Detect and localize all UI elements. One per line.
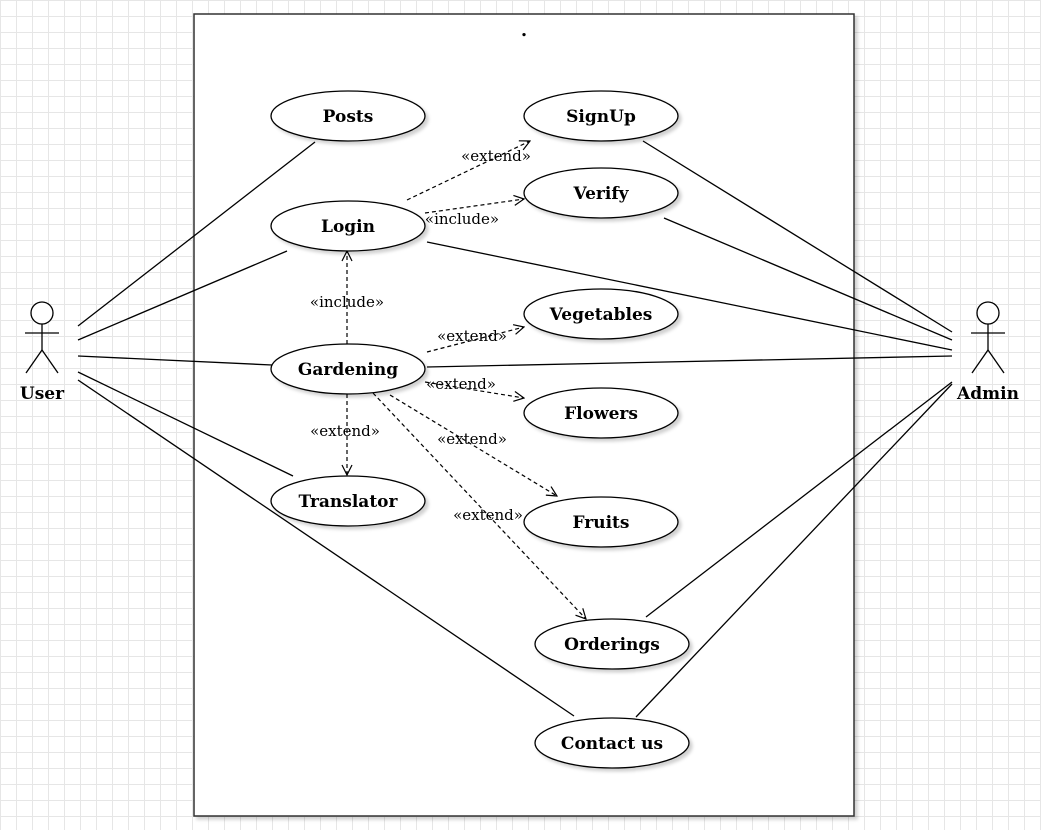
dep-gardening-vegetables[interactable] bbox=[426, 327, 524, 353]
actor-user[interactable]: User bbox=[20, 301, 65, 404]
assoc-admin-contact[interactable] bbox=[635, 383, 953, 718]
use-case-flowers[interactable]: Flowers bbox=[523, 387, 679, 439]
use-case-verify-label: Verify bbox=[572, 184, 629, 204]
assoc-admin-gardening[interactable] bbox=[426, 355, 953, 368]
use-case-signup[interactable]: SignUp bbox=[523, 90, 679, 142]
assoc-user-translator[interactable] bbox=[77, 371, 294, 477]
dep-login-signup[interactable] bbox=[406, 141, 530, 201]
use-case-fruits[interactable]: Fruits bbox=[523, 496, 679, 548]
use-case-orderings-label: Orderings bbox=[564, 635, 660, 655]
label-gardening-fruits: «extend» bbox=[437, 430, 507, 448]
label-login-signup: «extend» bbox=[461, 147, 531, 165]
use-case-login-label: Login bbox=[321, 217, 375, 237]
use-case-vegetables[interactable]: Vegetables bbox=[523, 288, 679, 340]
user-head-icon bbox=[30, 301, 54, 325]
label-gardening-orderings: «extend» bbox=[453, 506, 523, 524]
use-case-gardening-label: Gardening bbox=[298, 360, 398, 380]
label-gardening-translator: «extend» bbox=[310, 422, 380, 440]
assoc-user-contact[interactable] bbox=[77, 379, 575, 717]
user-associations bbox=[77, 141, 575, 717]
assoc-user-login[interactable] bbox=[77, 250, 288, 341]
use-case-orderings[interactable]: Orderings bbox=[534, 618, 690, 670]
label-login-verify: «include» bbox=[425, 210, 499, 228]
use-cases: Posts SignUp Login Verify Vegetables Gar… bbox=[270, 90, 690, 769]
actor-user-label: User bbox=[20, 384, 65, 404]
label-gardening-flowers: «extend» bbox=[426, 375, 496, 393]
use-case-fruits-label: Fruits bbox=[573, 513, 630, 533]
actor-admin-label: Admin bbox=[956, 384, 1019, 404]
dep-login-verify[interactable] bbox=[424, 199, 524, 214]
system-title: . bbox=[521, 20, 527, 41]
use-case-signup-label: SignUp bbox=[566, 107, 636, 127]
stereotype-labels: «extend» «include» «include» «extend» «e… bbox=[310, 147, 531, 524]
dep-gardening-fruits[interactable] bbox=[389, 394, 557, 496]
admin-head-icon bbox=[976, 301, 1000, 325]
assoc-user-gardening[interactable] bbox=[77, 355, 273, 366]
actor-admin[interactable]: Admin bbox=[956, 301, 1019, 404]
assoc-admin-orderings[interactable] bbox=[645, 381, 953, 618]
use-case-verify[interactable]: Verify bbox=[523, 167, 679, 219]
use-case-flowers-label: Flowers bbox=[564, 404, 638, 424]
assoc-admin-signup[interactable] bbox=[642, 140, 953, 333]
label-gardening-login: «include» bbox=[310, 293, 384, 311]
use-case-login[interactable]: Login bbox=[270, 200, 426, 252]
use-case-vegetables-label: Vegetables bbox=[549, 305, 653, 325]
use-case-contact-us[interactable]: Contact us bbox=[534, 717, 690, 769]
assoc-admin-verify[interactable] bbox=[663, 217, 953, 341]
use-case-posts[interactable]: Posts bbox=[270, 90, 426, 142]
assoc-user-posts[interactable] bbox=[77, 141, 316, 327]
dependencies bbox=[347, 141, 586, 619]
use-case-contact-us-label: Contact us bbox=[561, 734, 663, 754]
use-case-translator[interactable]: Translator bbox=[270, 475, 426, 527]
use-case-translator-label: Translator bbox=[299, 492, 399, 512]
label-gardening-vegetables: «extend» bbox=[437, 327, 507, 345]
dep-gardening-orderings[interactable] bbox=[372, 392, 586, 619]
dep-gardening-flowers[interactable] bbox=[424, 381, 524, 398]
assoc-admin-login[interactable] bbox=[426, 241, 953, 351]
use-case-gardening[interactable]: Gardening bbox=[270, 343, 426, 395]
use-case-posts-label: Posts bbox=[323, 107, 374, 127]
admin-associations bbox=[426, 140, 953, 718]
